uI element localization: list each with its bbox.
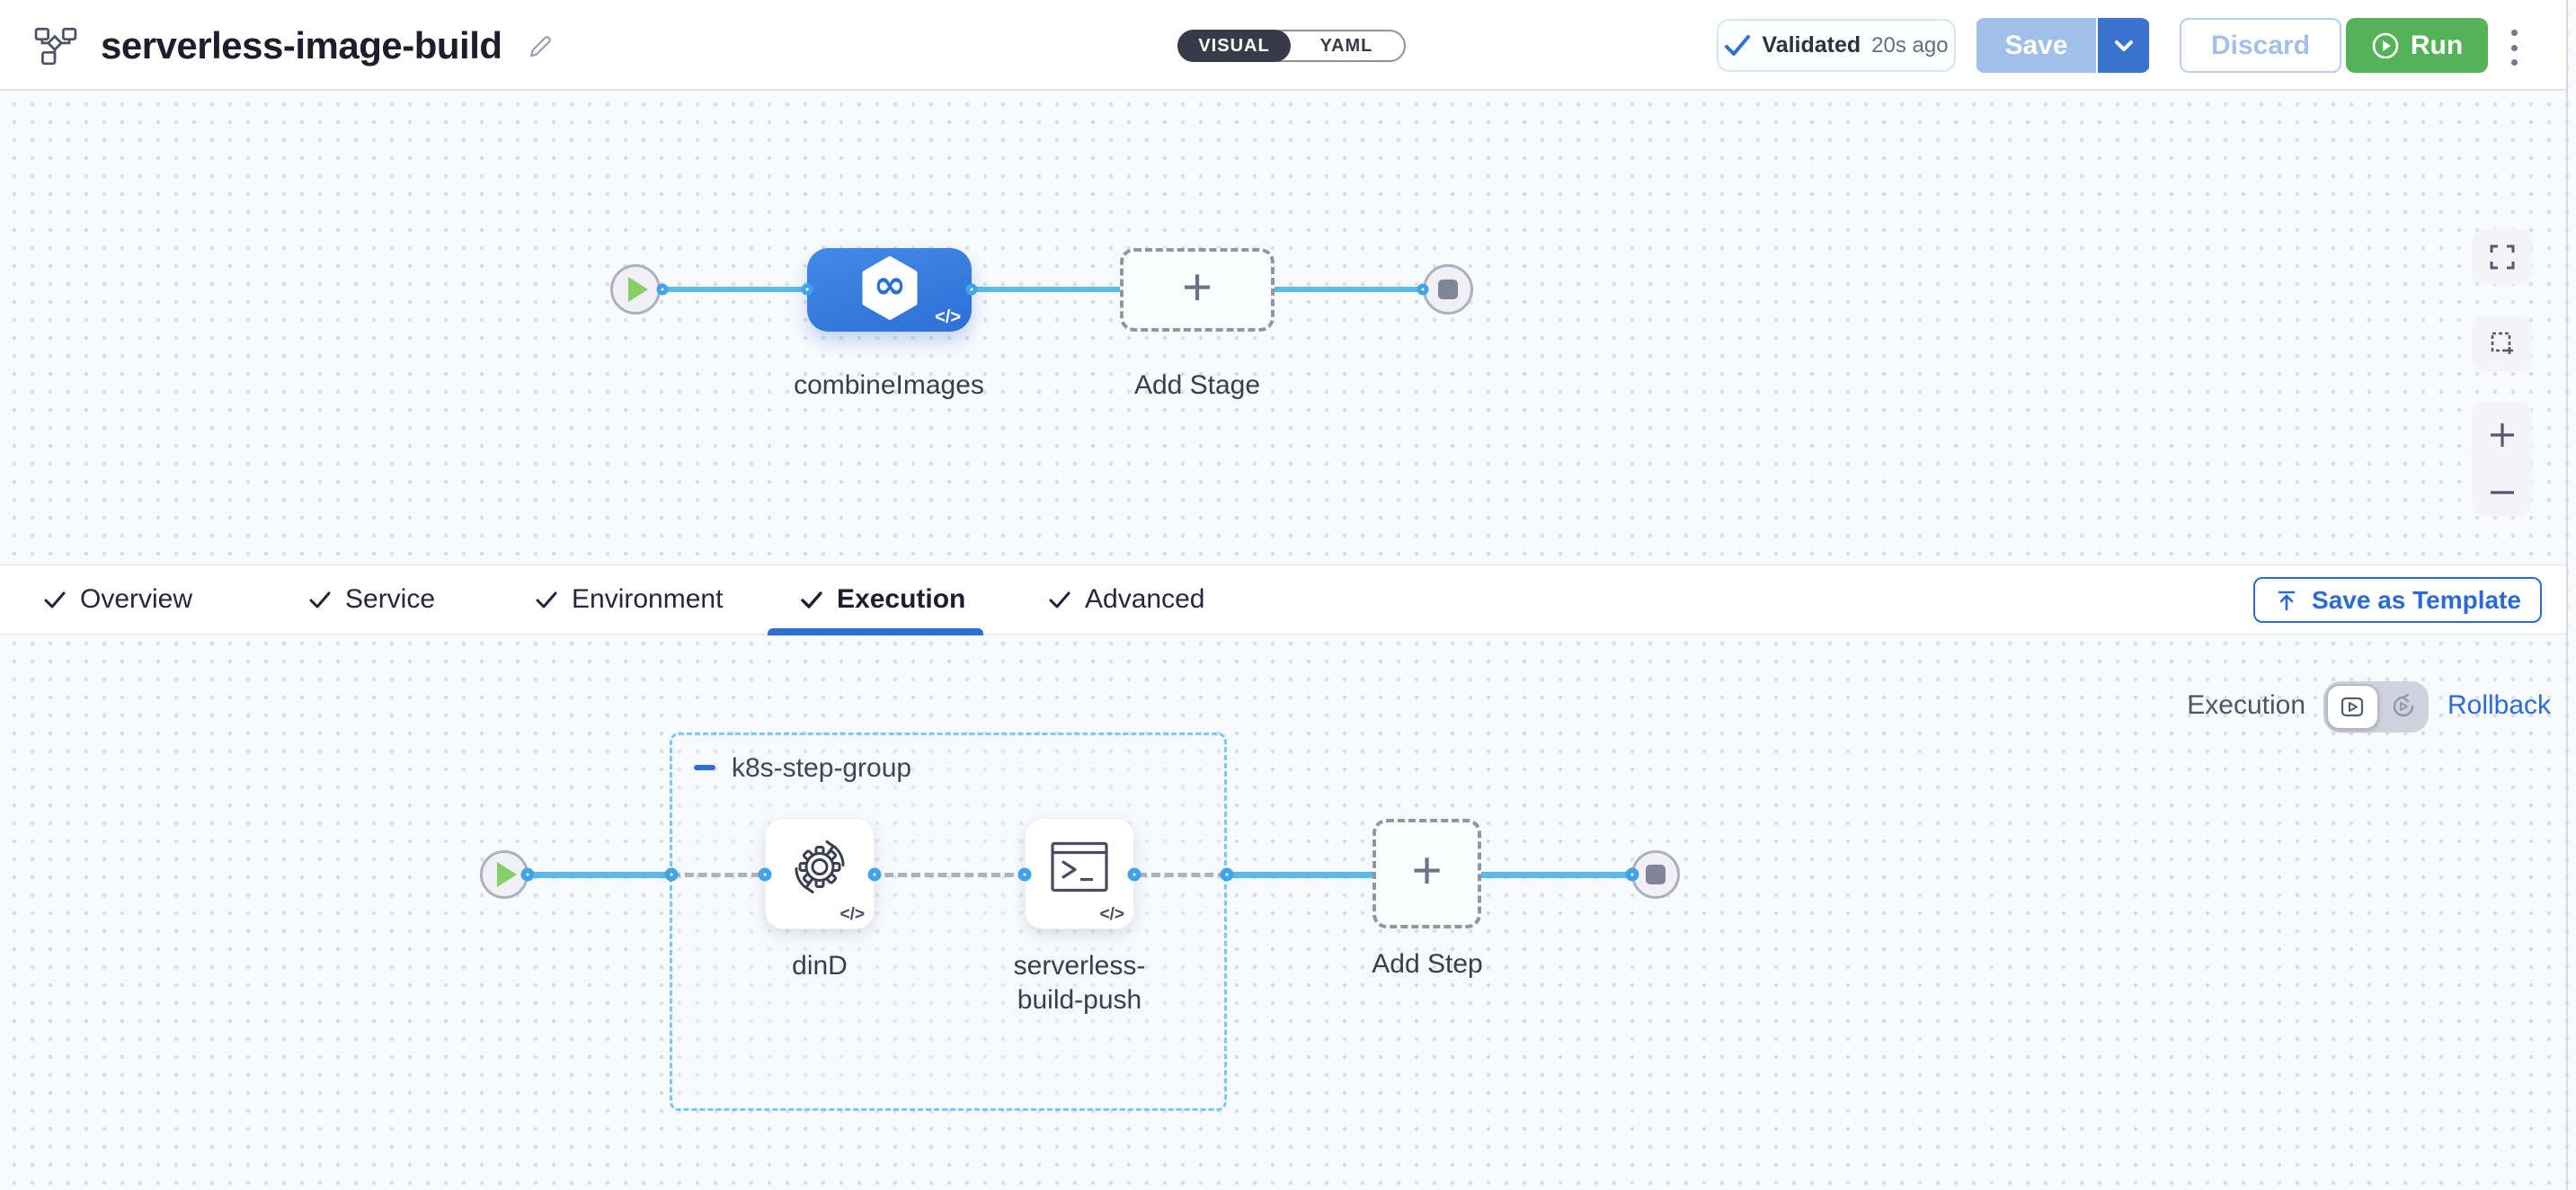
chevron-down-icon [2114,40,2133,51]
tab-service[interactable]: Service [309,565,435,634]
tab-check-icon [44,591,66,608]
run-play-icon [2372,32,2399,58]
start-play-icon [497,862,517,887]
execution-rollback-toggle[interactable] [2323,681,2429,733]
header-bar: serverless-image-build VISUAL YAML Valid… [0,0,2566,91]
save-dropdown-button[interactable] [2098,18,2149,73]
add-stage-label: Add Stage [1133,370,1261,400]
step-label-dind: dinD [792,951,848,981]
execution-play-icon [2341,697,2363,716]
active-tab-underline [768,628,983,635]
end-stop-icon [1646,865,1666,884]
connector-dot [867,867,882,882]
end-stop-icon [1438,280,1458,299]
connector-dot [1220,867,1234,882]
pipeline-end-node [1423,264,1473,315]
stage-tabbar: Overview Service Environment Execution A… [0,564,2566,635]
stage-node-combineimages[interactable]: ∞ </> [807,248,972,332]
execution-end-node [1631,850,1680,899]
add-step-label: Add Step [1372,949,1483,979]
visual-yaml-toggle: VISUAL YAML [1177,30,1406,62]
step-group-label: k8s-step-group [732,753,912,783]
validated-time: 20s ago [1871,32,1949,58]
toggle-visual[interactable]: VISUAL [1177,30,1291,62]
tab-check-icon [536,591,557,608]
discard-button[interactable]: Discard [2180,18,2341,73]
tab-label: Advanced [1085,584,1205,614]
fullscreen-icon [2490,244,2514,269]
more-options-kebab[interactable] [2505,30,2523,66]
connector-dot [1417,283,1429,296]
save-as-template-button[interactable]: Save as Template [2253,577,2542,623]
connector-dot [664,867,679,882]
tab-environment[interactable]: Environment [536,565,723,634]
page-title: serverless-image-build [101,23,502,67]
save-split-button: Save [1976,18,2150,73]
connector-dot [520,867,535,882]
tab-label: Overview [80,584,193,614]
tab-execution[interactable]: Execution [801,565,965,634]
tab-label: Service [345,584,436,614]
pipeline-icon [34,27,77,65]
connector-dot [1017,867,1032,882]
zoom-to-fit-button[interactable] [2472,229,2532,284]
add-stage-button[interactable]: + [1120,248,1275,332]
step-label-serverless-build-push: serverless-build-push [1013,951,1146,1015]
zoom-out-button[interactable] [2487,487,2518,498]
marquee-select-button[interactable] [2472,315,2532,371]
tab-overview[interactable]: Overview [44,565,192,634]
group-dashed-connector [671,873,1227,877]
connector-dot [656,283,669,296]
step-code-badge: </> [839,905,865,924]
step-connector-line [504,872,671,878]
header-left: serverless-image-build [34,0,555,91]
docker-in-docker-icon [786,833,854,906]
pipeline-start-node [610,264,661,315]
ci-stage-icon: ∞ [860,255,919,324]
stage-connector-line [635,287,1449,292]
validated-status: Validated [1762,32,1861,58]
execution-mode-label: Execution [2187,690,2305,720]
add-step-button[interactable]: + [1372,819,1481,928]
tab-check-icon [309,591,331,608]
rollback-icon [2390,693,2417,724]
zoom-in-button[interactable] [2487,420,2518,450]
upload-icon [2278,591,2296,610]
connector-dot [1127,867,1141,882]
right-panel-divider[interactable] [2566,0,2568,1190]
tab-check-icon [1049,591,1070,608]
edit-pencil-icon[interactable] [526,31,555,60]
step-group-box[interactable] [670,733,1227,1111]
stage-code-badge: </> [935,307,961,327]
tab-check-icon [801,591,822,608]
save-as-template-label: Save as Template [2312,585,2521,614]
tab-label: Execution [837,584,966,614]
svg-text:∞: ∞ [873,262,906,307]
plus-icon: + [1411,841,1443,900]
plus-icon: + [1182,257,1212,316]
connector-dot [801,283,813,296]
collapse-group-button[interactable] [694,765,715,770]
tab-advanced[interactable]: Advanced [1049,565,1204,634]
zoom-panel [2472,402,2532,516]
marquee-icon [2491,332,2513,354]
save-button[interactable]: Save [1976,18,2098,73]
toggle-knob [2326,684,2379,730]
stage-label: combineImages [794,370,984,400]
connector-dot [965,283,978,296]
connector-dot [758,867,772,882]
toggle-yaml[interactable]: YAML [1319,35,1373,56]
start-play-icon [628,277,648,302]
step-code-badge: </> [1099,905,1124,924]
validated-badge[interactable]: Validated 20s ago [1717,19,1956,72]
run-label: Run [2410,30,2464,60]
rollback-link[interactable]: Rollback [2447,690,2552,720]
terminal-icon [1047,839,1112,901]
connector-dot [1625,867,1639,882]
step-node-serverless-build-push[interactable]: </> [1025,818,1134,929]
step-node-dind[interactable]: </> [765,818,875,929]
check-icon [1725,35,1751,56]
tab-label: Environment [572,584,724,614]
run-button[interactable]: Run [2346,18,2488,73]
